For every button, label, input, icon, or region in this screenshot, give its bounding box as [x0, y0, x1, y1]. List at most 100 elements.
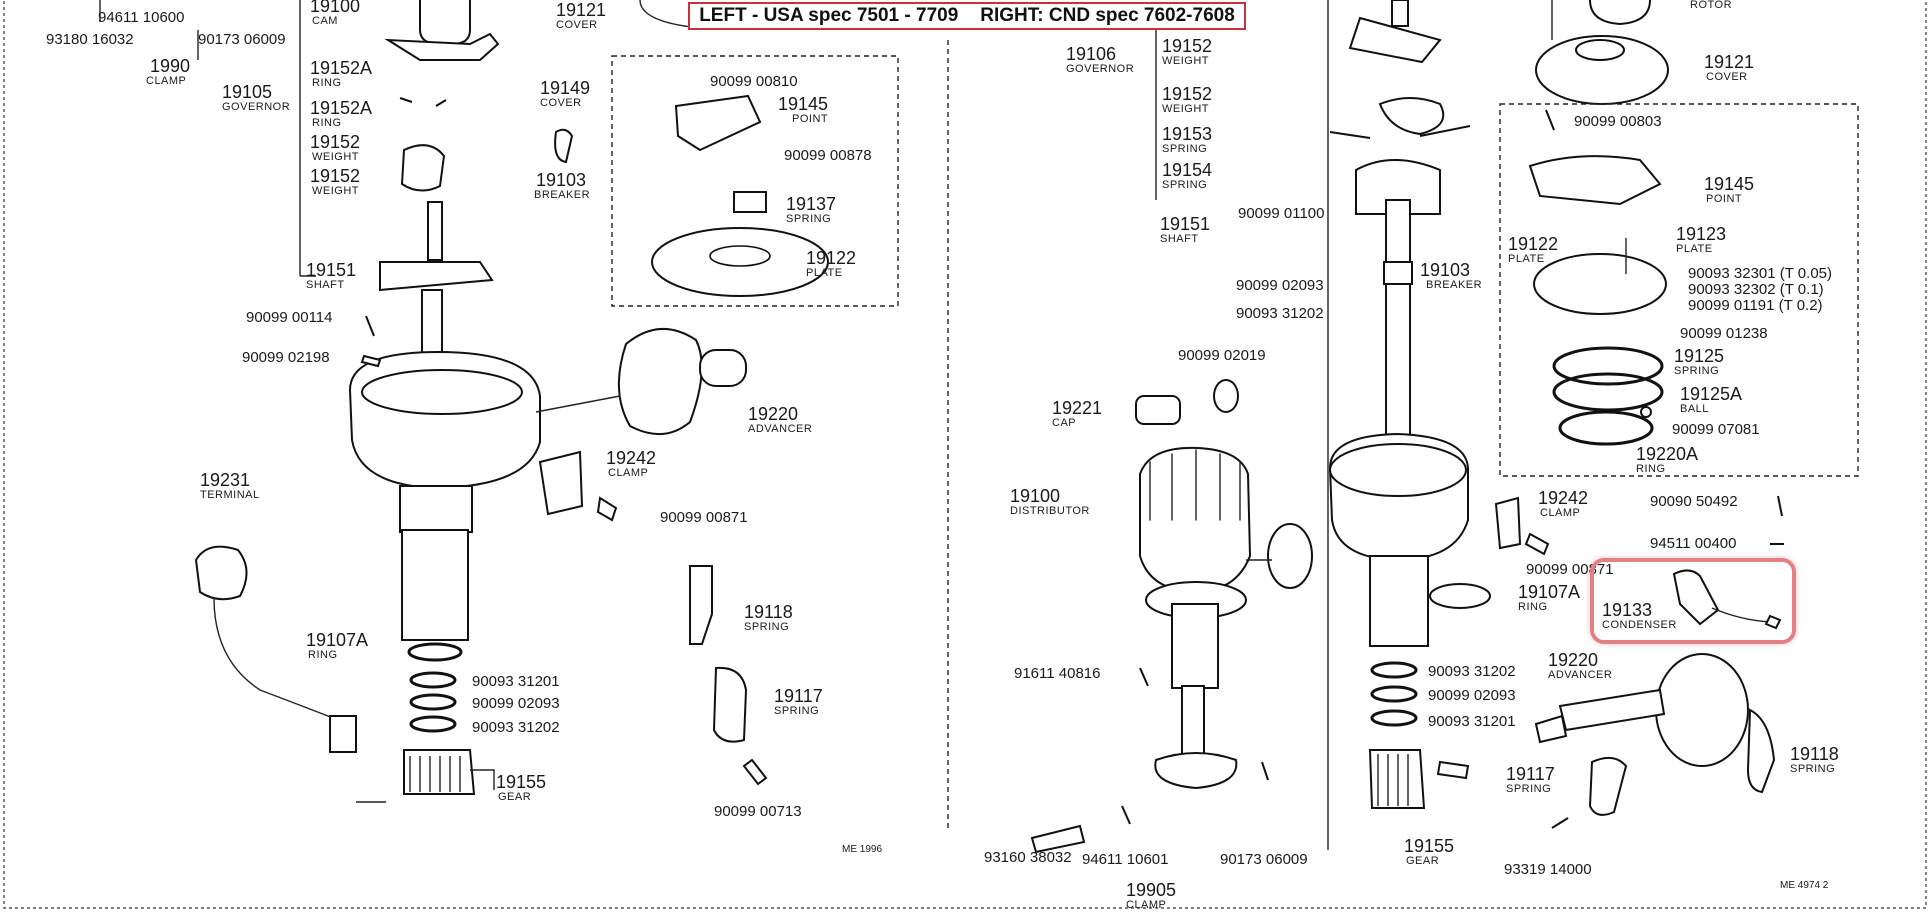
svg-text:90099 02093: 90099 02093	[1236, 277, 1324, 294]
condenser-label-name: CONDENSER	[1602, 619, 1677, 631]
svg-text:ROTOR: ROTOR	[1690, 0, 1732, 11]
callout-num: 19103	[1420, 260, 1470, 280]
callout-num: 19231	[200, 470, 250, 490]
svg-text:CONDENSER: CONDENSER	[1602, 619, 1677, 631]
screw-114	[365, 315, 375, 337]
svg-text:19152: 19152	[310, 132, 360, 152]
svg-text:19220A: 19220A	[1636, 444, 1698, 464]
callout-name: RING	[312, 77, 342, 89]
svg-text:SPRING: SPRING	[774, 705, 819, 717]
spec-banner: LEFT - USA spec 7501 - 7709 RIGHT: CND s…	[688, 2, 1246, 30]
svg-text:19103: 19103	[536, 170, 586, 190]
svg-text:90173 06009: 90173 06009	[1220, 851, 1308, 868]
svg-text:90099 00871: 90099 00871	[660, 509, 748, 526]
point-part	[674, 94, 762, 152]
svg-text:19106: 19106	[1066, 44, 1116, 64]
callout-name: SPRING	[744, 621, 789, 633]
ring-220a	[1558, 410, 1654, 446]
svg-text:BREAKER: BREAKER	[1426, 279, 1482, 291]
shaft-top	[427, 201, 443, 261]
svg-text:93160 38032: 93160 38032	[984, 849, 1072, 866]
callout-num: 19118	[1790, 744, 1839, 764]
svg-text:ADVANCER: ADVANCER	[748, 423, 812, 435]
callout-num: 19155	[1404, 836, 1454, 856]
callout-name: BREAKER	[534, 189, 590, 201]
callout-num: 90099 00810	[710, 73, 798, 90]
breaker-plate	[651, 227, 829, 297]
svg-text:RING: RING	[308, 649, 338, 661]
screw-40816	[1139, 667, 1149, 687]
svg-text:PLATE: PLATE	[1508, 253, 1545, 265]
svg-text:90093 31202: 90093 31202	[472, 719, 560, 736]
callout-num: 19152A	[310, 98, 372, 118]
svg-text:ME 1996: ME 1996	[842, 844, 882, 855]
callout-num: 19125A	[1680, 384, 1742, 404]
callout-name: COVER	[556, 19, 598, 31]
callout-num: 90093 31202	[472, 719, 560, 736]
svg-text:ADVANCER: ADVANCER	[1548, 669, 1612, 681]
screw-713	[742, 758, 768, 786]
svg-text:19220: 19220	[748, 404, 798, 424]
svg-text:TERMINAL: TERMINAL	[200, 489, 260, 501]
cam-base	[384, 32, 500, 61]
callout-name: BREAKER	[1426, 279, 1482, 291]
svg-text:90099 00713: 90099 00713	[714, 803, 802, 820]
svg-text:90099 02093: 90099 02093	[1428, 687, 1516, 704]
svg-text:19118: 19118	[1790, 744, 1839, 764]
svg-text:CAP: CAP	[1052, 417, 1076, 429]
ring-parts	[399, 97, 447, 107]
distributor-advancer	[1267, 523, 1313, 589]
distributor-shaft	[1181, 685, 1205, 757]
callout-name: WEIGHT	[312, 151, 359, 163]
callout-num: 90093 31201	[1428, 713, 1516, 730]
callout-num: 19117	[1506, 764, 1555, 784]
svg-text:90099 00878: 90099 00878	[784, 147, 872, 164]
callout-num: 19145	[1704, 174, 1754, 194]
r-advancer-tip	[1534, 714, 1568, 744]
advancer-rod	[535, 395, 621, 413]
callout-num: 19152	[310, 132, 360, 152]
callout-num: 90093 31201	[472, 673, 560, 690]
callout-name: ADVANCER	[748, 423, 812, 435]
callout-num: 91611 40816	[1014, 665, 1100, 682]
callout-num: 90099 00713	[714, 803, 802, 820]
advancer-diaphragm	[617, 328, 703, 436]
svg-text:94611 10601: 94611 10601	[1082, 851, 1168, 868]
r-ring-3	[1370, 709, 1418, 727]
condenser-highlight	[1590, 558, 1796, 644]
callout-num: 19152A	[310, 58, 372, 78]
svg-text:19137: 19137	[786, 194, 836, 214]
page-frame	[3, 0, 1927, 909]
svg-text:19231: 19231	[200, 470, 250, 490]
svg-text:19152A: 19152A	[310, 58, 372, 78]
callout-num: 94611 10600	[98, 9, 184, 26]
callout-num: 19242	[606, 448, 656, 468]
svg-text:90093 32302 (T 0.1): 90093 32302 (T 0.1)	[1688, 281, 1824, 298]
callout-num: 19106	[1066, 44, 1116, 64]
svg-text:90173 06009: 90173 06009	[198, 31, 286, 48]
callout-name: SPRING	[1790, 763, 1835, 775]
svg-text:RING: RING	[1518, 601, 1548, 613]
svg-text:19905: 19905	[1126, 880, 1176, 900]
figure-code: ME 1996	[842, 844, 882, 855]
svg-text:WEIGHT: WEIGHT	[312, 185, 359, 197]
svg-text:GOVERNOR: GOVERNOR	[222, 101, 290, 113]
callout-name: SHAFT	[306, 279, 345, 291]
condenser-part	[1672, 569, 1720, 626]
breaker-plate-hole	[709, 245, 771, 267]
callout-num: 19151	[1160, 214, 1210, 234]
callout-num: 19155	[496, 772, 546, 792]
callout-num: 90099 01191 (T 0.2)	[1688, 297, 1823, 314]
svg-text:90099 07081: 90099 07081	[1672, 421, 1760, 438]
callout-num: 94611 10601	[1082, 851, 1168, 868]
ring-3	[409, 693, 457, 711]
governor-post	[1391, 0, 1409, 27]
svg-text:19105: 19105	[222, 82, 272, 102]
svg-text:WEIGHT: WEIGHT	[1162, 55, 1209, 67]
svg-text:91611 40816: 91611 40816	[1014, 665, 1100, 682]
svg-text:19125: 19125	[1674, 346, 1724, 366]
callout-name: PLATE	[1508, 253, 1545, 265]
svg-text:CAM: CAM	[312, 15, 338, 27]
callout-name: RING	[1518, 601, 1548, 613]
